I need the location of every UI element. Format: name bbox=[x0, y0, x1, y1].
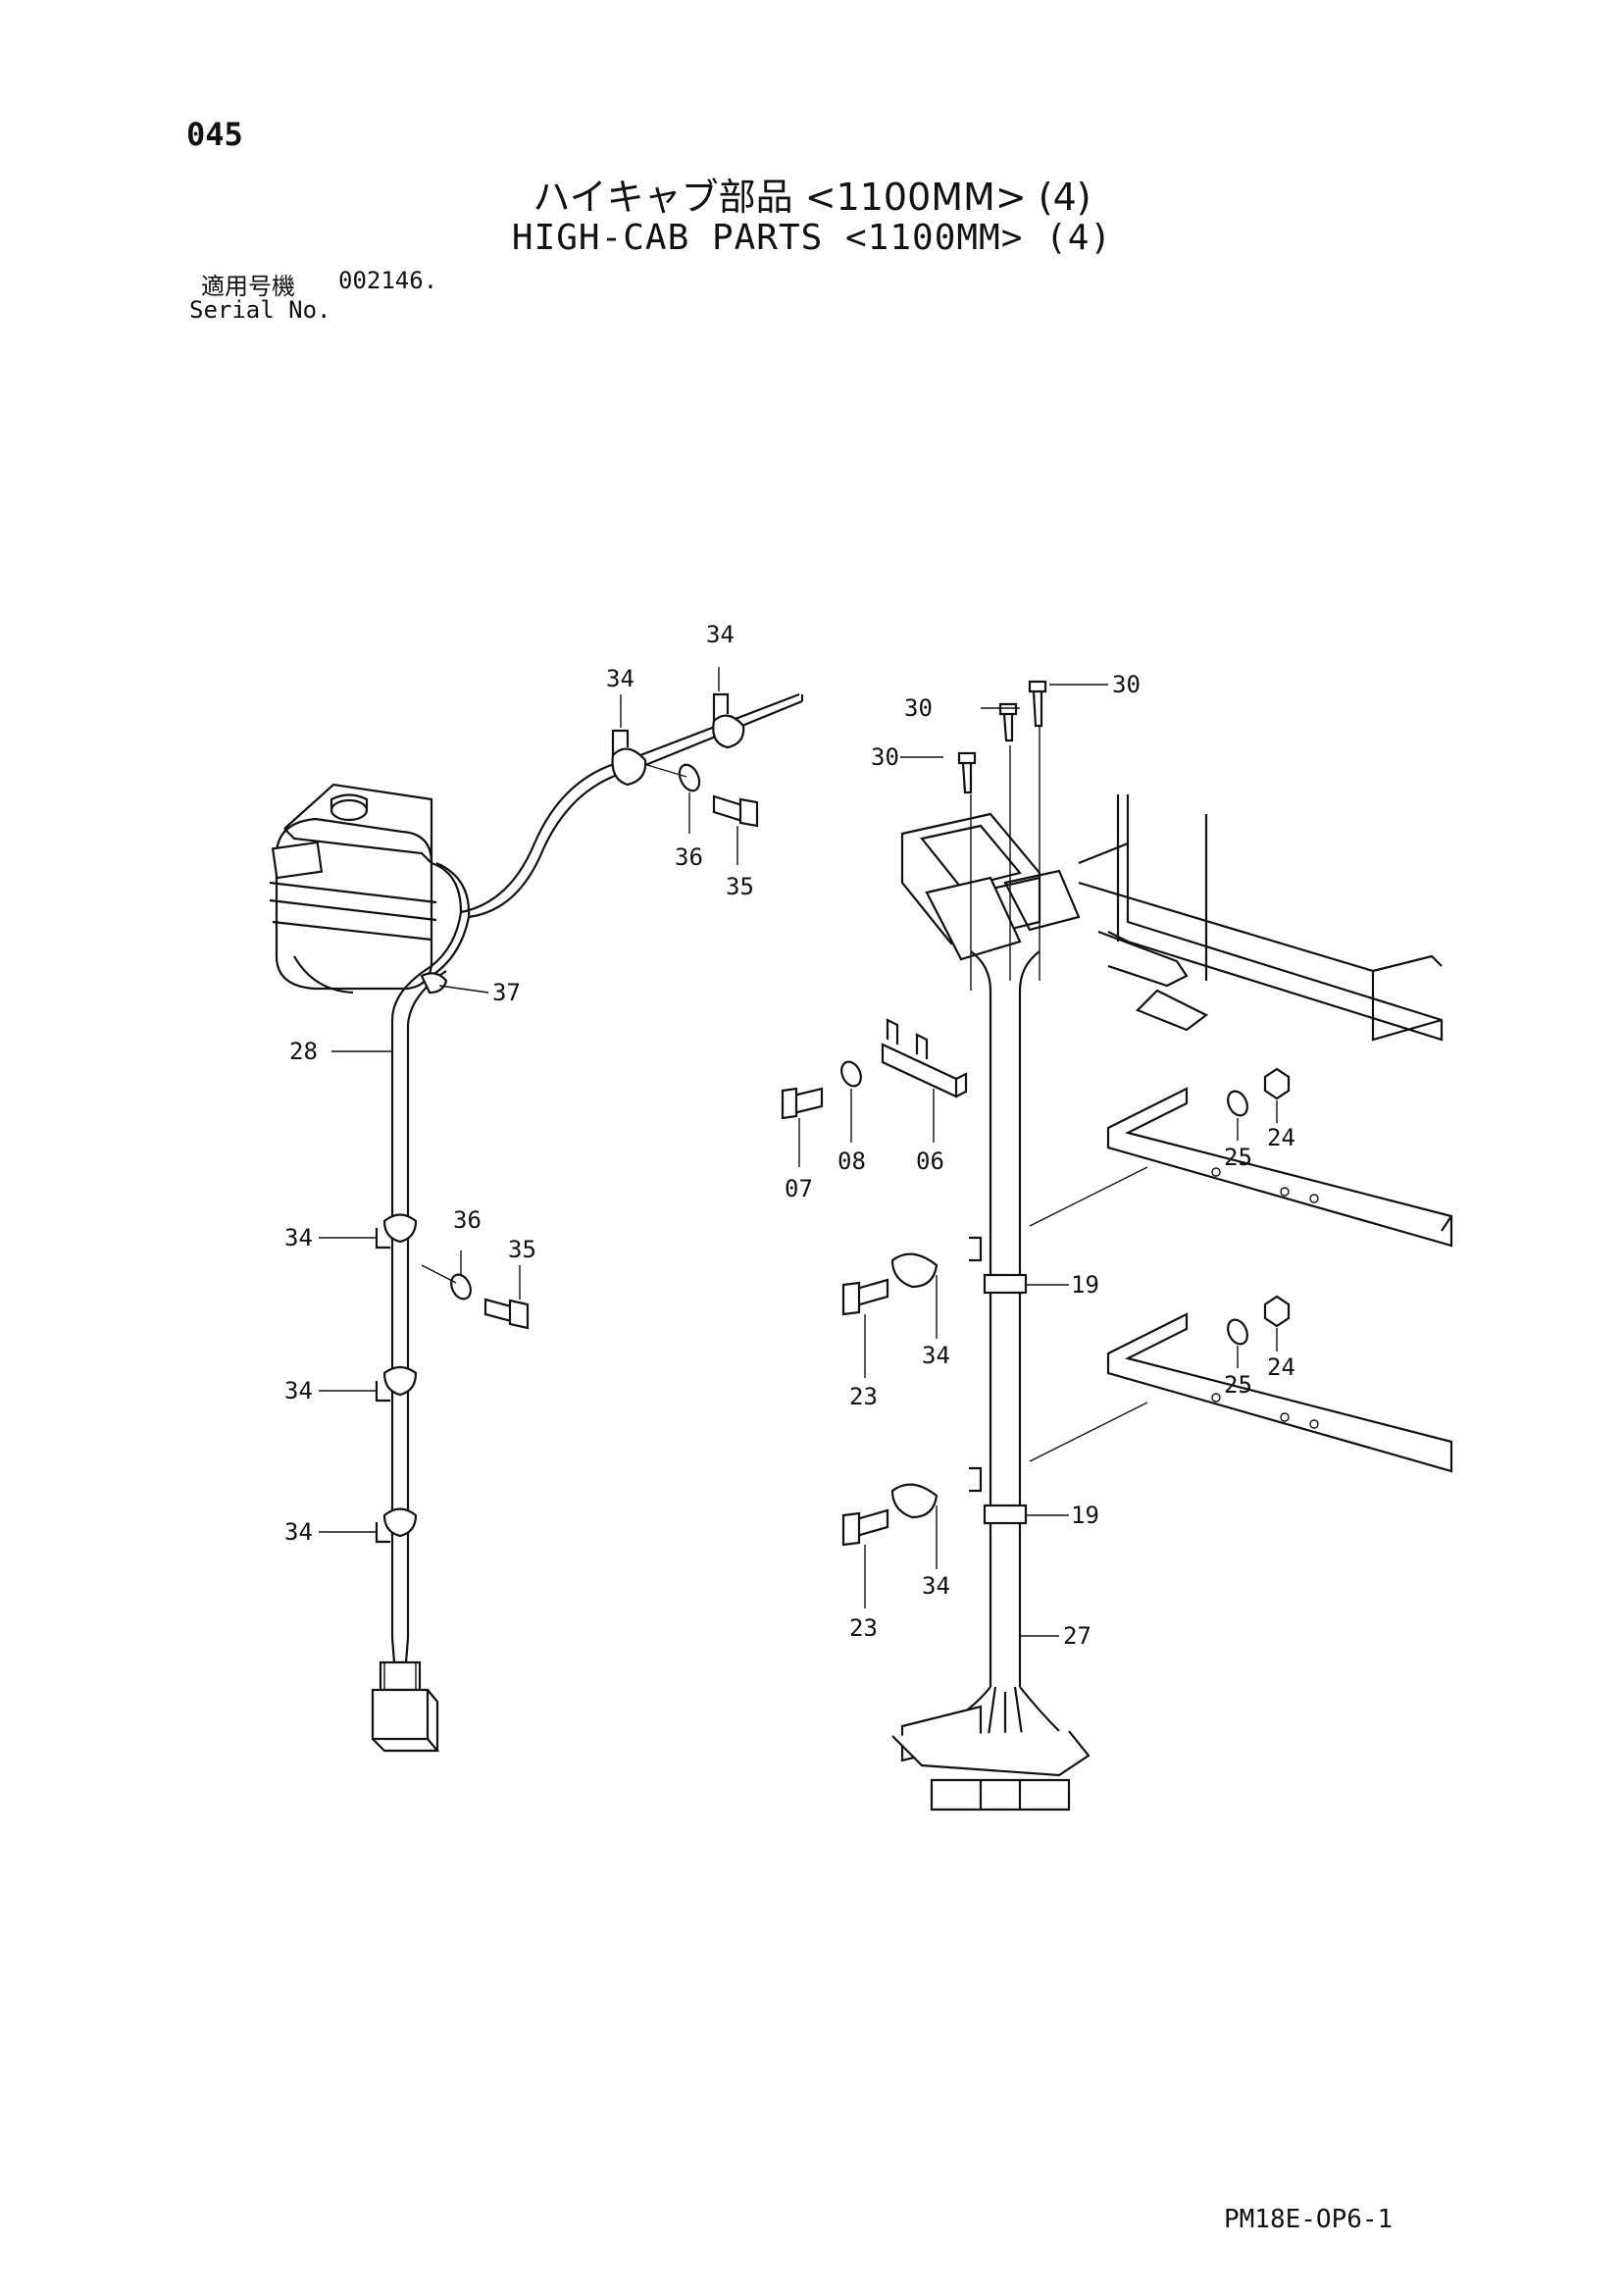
harness-cable-28 bbox=[371, 965, 447, 1753]
page-title-en: HIGH-CAB PARTS <1100MM> (4) bbox=[511, 218, 1113, 258]
harness-cable-27 bbox=[891, 950, 1091, 1811]
callout-34: 34 bbox=[284, 1518, 313, 1546]
callout-labels: 34 34 36 35 37 28 34 36 35 34 34 30 30 3… bbox=[284, 621, 1295, 1650]
callout-25: 25 bbox=[1224, 1144, 1252, 1171]
callout-34: 34 bbox=[284, 1377, 313, 1404]
callout-24: 24 bbox=[1267, 1124, 1295, 1151]
callout-19: 19 bbox=[1071, 1271, 1099, 1299]
callout-leaders bbox=[319, 667, 1278, 1637]
document-code: PM18E-OP6-1 bbox=[1224, 2205, 1394, 2234]
callout-34: 34 bbox=[922, 1572, 950, 1600]
beacon-lamp bbox=[269, 783, 471, 995]
callout-24: 24 bbox=[1267, 1353, 1295, 1381]
bracket-06 bbox=[781, 1018, 968, 1120]
page-number: 045 bbox=[186, 116, 243, 153]
serial-label-en: Serial No. bbox=[189, 296, 331, 324]
callout-34: 34 bbox=[706, 621, 735, 648]
callout-34: 34 bbox=[606, 665, 634, 692]
callout-36: 36 bbox=[453, 1206, 482, 1234]
callout-07: 07 bbox=[785, 1175, 813, 1202]
callout-35: 35 bbox=[726, 873, 754, 900]
callout-30: 30 bbox=[904, 694, 933, 722]
clamp-37 bbox=[420, 972, 448, 995]
callout-28: 28 bbox=[289, 1038, 318, 1065]
screws-30 bbox=[957, 680, 1047, 794]
callout-30: 30 bbox=[871, 743, 899, 771]
callout-23: 23 bbox=[849, 1383, 878, 1410]
serial-value: 002146. bbox=[338, 267, 438, 294]
callout-35: 35 bbox=[508, 1236, 536, 1263]
callout-34: 34 bbox=[284, 1224, 313, 1251]
cab-frame bbox=[1029, 794, 1453, 1473]
callout-25: 25 bbox=[1224, 1371, 1252, 1399]
callout-19: 19 bbox=[1071, 1502, 1099, 1529]
clamps-and-bolts-right bbox=[841, 1236, 983, 1547]
switch-panel bbox=[900, 726, 1081, 991]
callout-34: 34 bbox=[922, 1342, 950, 1369]
serial-label-jp: 適用号機 bbox=[201, 273, 295, 300]
callout-36: 36 bbox=[675, 843, 703, 871]
callout-27: 27 bbox=[1063, 1622, 1091, 1650]
upper-cable bbox=[460, 692, 804, 919]
harness-clamps-left bbox=[375, 1213, 530, 1544]
callout-08: 08 bbox=[837, 1148, 866, 1175]
callout-06: 06 bbox=[916, 1148, 944, 1175]
callout-30: 30 bbox=[1112, 671, 1141, 698]
page-title-jp: ハイキャブ部品 <1100MM> (4) bbox=[533, 176, 1091, 219]
callout-23: 23 bbox=[849, 1614, 878, 1642]
callout-37: 37 bbox=[492, 979, 521, 1006]
